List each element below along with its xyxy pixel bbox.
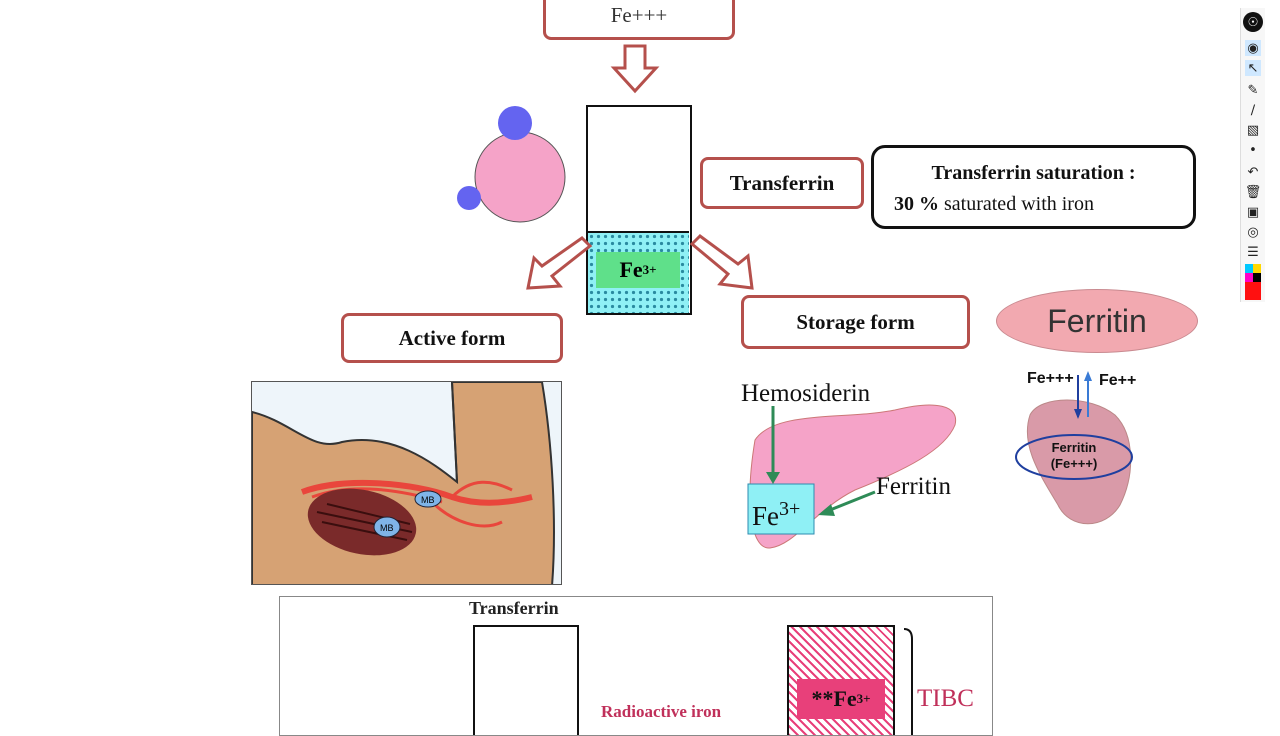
storage-form-box: Storage form: [741, 295, 970, 349]
bulb-icon[interactable]: ☉: [1243, 12, 1263, 32]
top-fe-box: Fe+++: [543, 0, 735, 40]
liver-illustration: Hemosiderin Ferritin Fe3+: [735, 380, 975, 555]
transferrin-molecule: [457, 106, 566, 223]
top-fe-text: Fe+++: [610, 2, 668, 27]
hemosiderin-label: Hemosiderin: [741, 380, 871, 407]
tibc-bracket-icon: [903, 628, 913, 735]
eye-icon[interactable]: ◉: [1245, 40, 1261, 56]
board-icon[interactable]: ▣: [1246, 204, 1260, 220]
pen-icon[interactable]: ✎: [1247, 82, 1259, 98]
eraser-icon[interactable]: ▧: [1246, 122, 1260, 138]
annotation-toolbar: ☉ ◉ ↖ ✎ ∕ ▧ • ↶ 🗑 ▣ ◎ ☰: [1240, 8, 1265, 302]
ferritin-cell-svg: [1015, 371, 1133, 525]
active-form-box: Active form: [341, 313, 563, 363]
liver-ferritin-label: Ferritin: [876, 473, 951, 500]
mb-label-2: MB: [421, 495, 435, 505]
trash-icon[interactable]: 🗑: [1244, 184, 1262, 200]
cursor-icon[interactable]: ↖: [1245, 60, 1261, 76]
camera-icon[interactable]: ◎: [1247, 224, 1259, 240]
saturation-rest: saturated with iron: [939, 193, 1094, 215]
fe-plus3-label: Fe+++: [1027, 370, 1074, 387]
transferrin-label: Transferrin: [729, 170, 835, 195]
arm-muscle-illustration: MB MB: [251, 381, 562, 585]
color-palette-icon[interactable]: [1245, 264, 1261, 300]
saturation-title: Transferrin saturation :: [931, 162, 1136, 184]
liver-svg: [747, 404, 957, 549]
saturation-pct: 30 %: [894, 193, 939, 215]
ferritin-ellipse: Ferritin: [996, 289, 1198, 353]
ferritin-inner-label: Ferritin (Fe+++): [1050, 440, 1098, 471]
storage-form-label: Storage form: [796, 309, 915, 334]
saturation-box: Transferrin saturation : 30 % saturated …: [871, 145, 1196, 229]
liver-fe3-label: Fe3+: [752, 498, 801, 531]
active-form-label: Active form: [398, 325, 506, 350]
bottom-empty-column: [473, 625, 579, 735]
arm-svg: MB MB: [252, 382, 555, 584]
notes-icon[interactable]: ☰: [1247, 244, 1259, 260]
left-diagonal-arrow-icon: [526, 236, 593, 290]
dot-icon[interactable]: •: [1249, 142, 1257, 158]
saturation-line: 30 % saturated with iron: [894, 193, 1173, 216]
mb-label-1: MB: [380, 523, 394, 533]
right-diagonal-arrow-icon: [690, 234, 754, 290]
down-arrow-icon: [610, 44, 660, 94]
radioactive-iron-label: Radioactive iron: [601, 702, 722, 721]
bottom-transferrin-label: Transferrin: [469, 598, 559, 618]
line-icon[interactable]: ∕: [1250, 102, 1256, 118]
transferrin-label-box: Transferrin: [700, 157, 864, 209]
ferritin-cell-illustration: Fe+++ Fe++ Ferritin (Fe+++): [1010, 365, 1150, 535]
undo-icon[interactable]: ↶: [1247, 164, 1259, 180]
tibc-label: TIBC: [917, 685, 974, 712]
fe-plus2-label: Fe++: [1099, 372, 1137, 389]
